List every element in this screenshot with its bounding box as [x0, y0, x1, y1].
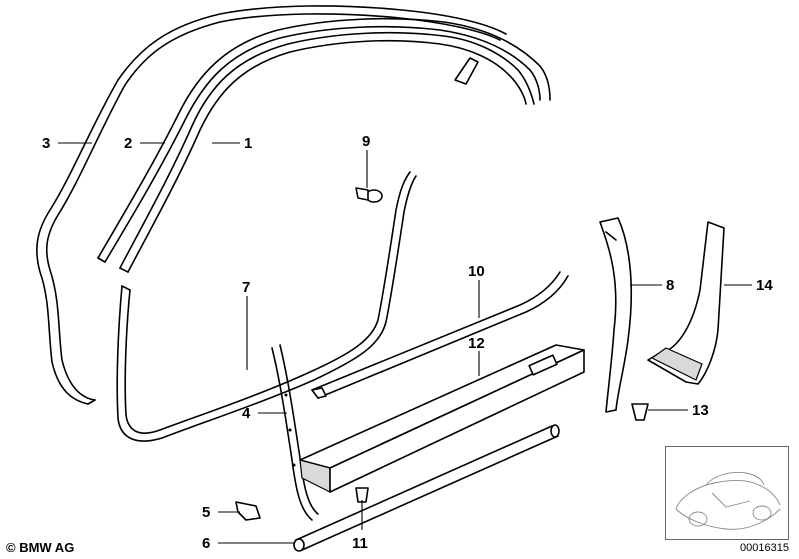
part-9-clip[interactable] [355, 187, 383, 203]
callout-13: 13 [692, 402, 709, 419]
part-2-window-channel[interactable] [97, 17, 551, 263]
part-10-sill-seal[interactable] [311, 271, 569, 399]
callout-1: 1 [244, 135, 252, 152]
part-14-c-pillar-trim[interactable] [647, 221, 725, 385]
part-11-clip[interactable] [355, 487, 369, 503]
part-12-sill-trim[interactable] [299, 344, 585, 493]
callout-5: 5 [202, 504, 210, 521]
callout-14: 14 [756, 277, 773, 294]
part-4-pillar-strip[interactable] [271, 344, 319, 521]
callout-11: 11 [352, 535, 368, 552]
callout-6: 6 [202, 535, 210, 552]
leader-lines [58, 142, 752, 544]
part-6-tube-seal[interactable] [293, 424, 560, 552]
copyright-text: © BMW AG [6, 540, 75, 555]
part-1-inner-window-seal[interactable] [119, 31, 535, 273]
diagram-id: 00016315 [740, 542, 789, 554]
part-7-door-opening-seal[interactable] [116, 171, 417, 442]
vehicle-thumbnail [665, 446, 789, 540]
callout-2: 2 [124, 135, 132, 152]
part-8-pillar-trim[interactable] [599, 217, 633, 413]
callout-9: 9 [362, 133, 370, 150]
car-outline-icon [675, 472, 781, 530]
callout-12: 12 [468, 335, 485, 352]
callout-labels: 1 2 3 4 5 6 7 8 9 10 11 12 13 14 [42, 133, 773, 552]
callout-3: 3 [42, 135, 50, 152]
callout-8: 8 [666, 277, 674, 294]
part-5-clip[interactable] [235, 501, 261, 521]
callout-10: 10 [468, 263, 485, 280]
part-13-clip[interactable] [631, 403, 649, 421]
callout-4: 4 [242, 405, 251, 422]
part-3-outer-door-seal[interactable] [36, 5, 507, 405]
callout-7: 7 [242, 279, 250, 296]
